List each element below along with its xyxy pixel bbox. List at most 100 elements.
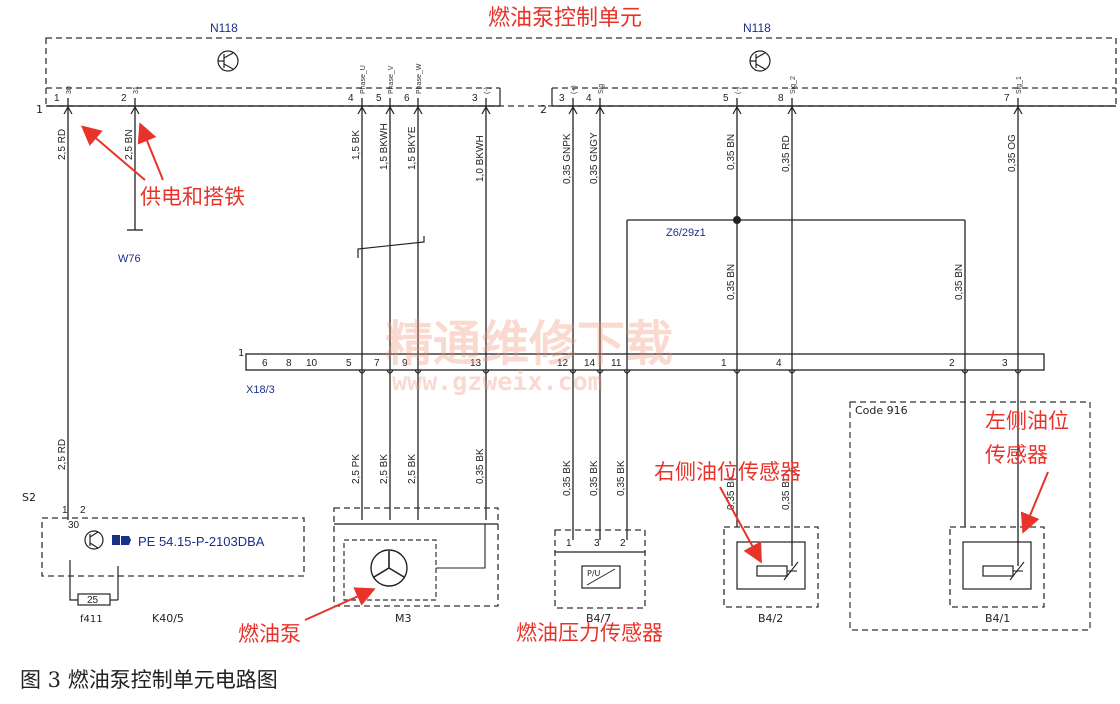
pin-terminal: [568, 105, 578, 115]
wire-spec-lower: 0,35 BK: [726, 474, 737, 510]
pin-terminal: [595, 105, 605, 115]
figure-caption: 图 3 燃油泵控制单元电路图: [20, 668, 278, 692]
pin-terminal: [732, 105, 742, 115]
wire-spec-upper: 2,5 RD: [57, 129, 68, 160]
x18-extra-pin: 6: [262, 358, 268, 369]
fuse-value: 25: [87, 595, 99, 606]
wire-spec-upper: 2,5 BN: [124, 129, 135, 160]
n118-signal-name: (-): [735, 87, 742, 94]
pin-terminal: [386, 369, 394, 374]
wire-spec-lower: 0,35 BK: [589, 460, 600, 496]
wire-spec-lower: 0,35 BK: [562, 460, 573, 496]
pin-terminal: [1014, 369, 1022, 374]
n118-pin-number: 3: [472, 93, 478, 104]
code916-box: [849, 401, 1091, 631]
s2-pin2: 2: [80, 505, 86, 516]
wire-spec-upper: 0,35 RD: [781, 135, 792, 172]
wire-spec-lower: 2,5 PK: [351, 454, 362, 484]
n118-signal-name: (-): [484, 87, 491, 94]
n118-pin-number: 3: [559, 93, 565, 104]
wire-spec-upper: 0,35 GNGY: [589, 132, 600, 184]
motor-icon: [370, 549, 408, 587]
x18-pin-number: 4: [776, 358, 782, 369]
n118-signal-name: Phase_W: [416, 63, 423, 94]
pin-terminal: [481, 105, 491, 115]
m3-label: M3: [395, 612, 412, 625]
arrow-fuel-pump: [304, 587, 376, 621]
n118-pin-number: 5: [723, 93, 729, 104]
wire-spec-lower: 2,5 BK: [379, 454, 390, 484]
wire-spec-lower: 0,35 BK: [475, 448, 486, 484]
annotation-right-sensor: 右侧油位传感器: [654, 460, 801, 484]
n118-signal-name: (+): [571, 85, 578, 94]
x18-pin-number: 2: [949, 358, 955, 369]
s2-pin30: 30: [68, 520, 80, 531]
annotation-power-ground: 供电和搭铁: [140, 185, 245, 209]
n118-label-right: N118: [743, 21, 771, 35]
x18-pin-number: 3: [1002, 358, 1008, 369]
n118-signal-name: Phase_U: [360, 65, 367, 94]
wire-spec-upper: 0,35 GNPK: [562, 133, 573, 184]
n118-label-left: N118: [210, 21, 238, 35]
s2-label: S2: [22, 491, 36, 504]
pe-code: PE 54.15-P-2103DBA: [138, 534, 265, 549]
annotation-fuel-pump: 燃油泵: [238, 622, 301, 646]
n118-signal-name: Sig_1: [1016, 76, 1023, 94]
watermark-cn: 精通维修下载: [385, 316, 673, 372]
b42-label: B4/2: [758, 612, 783, 625]
level-sensor-icon: [982, 565, 1014, 577]
pin-terminal: [623, 369, 631, 374]
b47-pin-number: 2: [620, 538, 626, 549]
pin-terminal: [569, 369, 577, 374]
x18-pin-number: 1: [721, 358, 727, 369]
n118-pin-number: 7: [1004, 93, 1010, 104]
pu-label: P/U: [587, 569, 601, 578]
relay-transistor-icon: [84, 530, 104, 550]
n118-signal-name: 31: [133, 86, 140, 94]
annotation-pressure-sensor: 燃油压力传感器: [516, 621, 663, 645]
b41-box: [949, 526, 1045, 608]
transistor-icon: [749, 50, 771, 72]
b47-pin-number: 3: [594, 538, 600, 549]
s2-pin1: 1: [62, 505, 68, 516]
w76-label: W76: [118, 253, 141, 265]
wire-spec-upper: 1,5 BKYE: [407, 126, 418, 170]
n118-signal-name: 30: [66, 86, 73, 94]
arrow-left-sensor: [1020, 471, 1049, 534]
n118-box: [45, 37, 1117, 107]
arrow-right-sensor: [719, 486, 762, 564]
b47-label: B4/7: [586, 612, 611, 625]
wire-spec-lower: 2,5 RD: [57, 439, 68, 470]
wire-spec-mid: 0,35 BN: [954, 264, 965, 300]
b47-pins: 1 3 2: [566, 538, 626, 549]
wire-9: 5(-)0,35 BN0,35 BN0,35 BK1: [721, 87, 742, 527]
n118-signal-name: Phase_V: [388, 65, 395, 94]
pin-terminal: [482, 369, 490, 374]
pin-terminal: [413, 105, 423, 115]
pin-terminal: [788, 369, 796, 374]
x18-extra-pin: 10: [306, 358, 318, 369]
x18-pin-number: 14: [584, 358, 596, 369]
wire-spec-upper: 0,35 BN: [726, 134, 737, 170]
wire-spec-upper: 1,5 BK: [351, 130, 362, 160]
k40-label: K40/5: [152, 612, 184, 625]
arrow-ground: [137, 122, 164, 181]
wire-spec-upper: 1,0 BKWH: [475, 135, 486, 182]
n118-pin-number: 6: [404, 93, 410, 104]
z6-label: Z6/29z1: [666, 227, 706, 239]
pin-terminal: [961, 369, 969, 374]
b47-pin-number: 1: [566, 538, 572, 549]
pin-terminal: [358, 369, 366, 374]
n118-pin-number: 4: [586, 93, 592, 104]
pin-terminal: [63, 105, 73, 115]
